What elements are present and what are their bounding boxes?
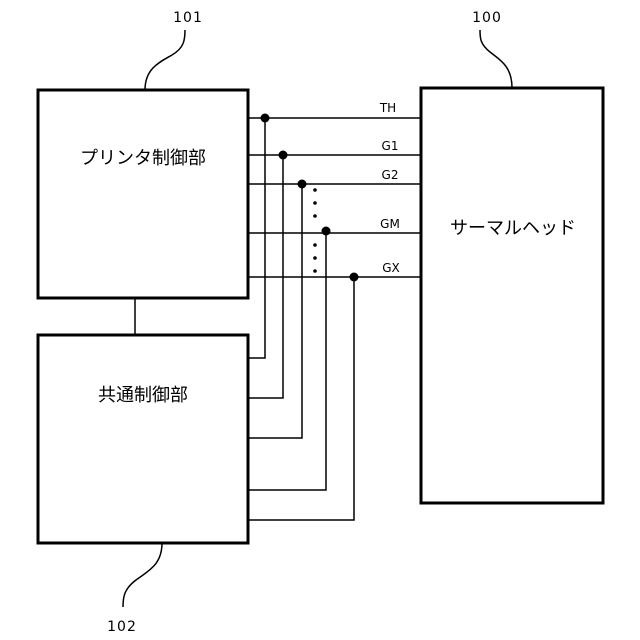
drop-line-th bbox=[248, 118, 265, 358]
printer-control-label: プリンタ制御部 bbox=[80, 148, 206, 169]
junction-dot-gx bbox=[350, 273, 359, 282]
signal-label-g2: G2 bbox=[382, 168, 399, 182]
ref-100-leader bbox=[480, 30, 512, 88]
junction-dot-gm bbox=[322, 227, 331, 236]
ref-100-numeral: 100 bbox=[472, 10, 502, 26]
drop-line-g2 bbox=[248, 184, 302, 438]
common-control-label: 共通制御部 bbox=[98, 385, 188, 406]
ellipsis-dots-lower bbox=[313, 243, 317, 273]
signal-label-th: TH bbox=[379, 101, 396, 115]
signal-label-g1: G1 bbox=[382, 139, 399, 153]
thermal-head-block bbox=[421, 88, 603, 503]
ref-102-numeral: 102 bbox=[107, 619, 137, 635]
ref-101-leader bbox=[145, 30, 185, 90]
printer-control-block bbox=[38, 90, 248, 298]
junction-dot-g1 bbox=[279, 151, 288, 160]
junction-dot-g2 bbox=[298, 180, 307, 189]
junction-dot-th bbox=[261, 114, 270, 123]
ref-102-leader bbox=[123, 543, 162, 607]
thermal-head-label: サーマルヘッド bbox=[450, 218, 576, 239]
signal-label-gm: GM bbox=[380, 217, 400, 231]
common-control-block bbox=[38, 335, 248, 543]
ref-101-numeral: 101 bbox=[173, 10, 203, 26]
signal-label-gx: GX bbox=[382, 261, 400, 275]
ellipsis-dots-upper bbox=[313, 188, 317, 218]
